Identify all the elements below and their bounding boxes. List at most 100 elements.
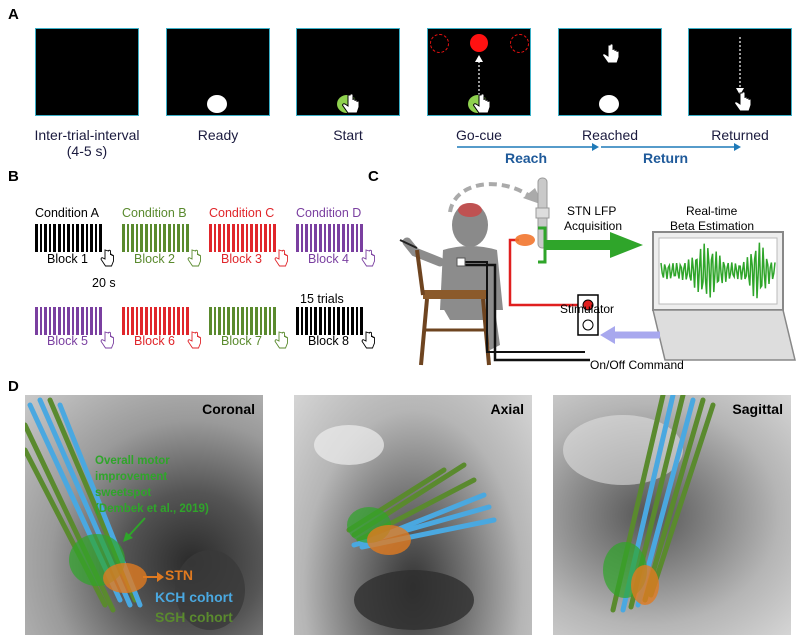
- coronal-view: Coronal Overall motor improvement sweets…: [25, 395, 263, 635]
- sweetspot-line-4: (Dembek et al., 2019): [95, 503, 209, 515]
- trial-bar: [227, 307, 230, 335]
- trial-bar: [222, 307, 226, 335]
- view-title-coronal: Coronal: [202, 401, 255, 417]
- trial-bar: [360, 224, 363, 252]
- phase-label-return: Return: [643, 150, 689, 166]
- chair: [423, 290, 488, 299]
- trial-bar: [154, 224, 157, 252]
- hand-icon: [100, 249, 114, 267]
- trial-screen-go-cue: [427, 28, 531, 116]
- trial-bar: [90, 307, 93, 335]
- trial-bar: [181, 224, 185, 252]
- hand-cursor-icon: [342, 93, 360, 114]
- trial-bar: [90, 224, 93, 252]
- trial-bar: [218, 224, 221, 252]
- hand-icon: [274, 249, 288, 267]
- trial-bar: [99, 307, 102, 335]
- hand-cursor-icon: [602, 43, 620, 64]
- laptop-keyboard: [652, 309, 796, 361]
- sweetspot-arrow: [123, 517, 146, 542]
- trial-bar: [39, 307, 43, 335]
- trial-bar: [67, 307, 70, 335]
- estimation-label-2: Beta Estimation: [670, 219, 755, 233]
- trial-bar: [172, 224, 176, 252]
- trial-bar: [35, 307, 38, 335]
- coronal-leads: [25, 397, 147, 613]
- trial-bar: [122, 307, 125, 335]
- trial-bar: [122, 224, 125, 252]
- trial-bar: [268, 224, 272, 252]
- trial-bar: [328, 307, 331, 335]
- trial-bar: [232, 307, 235, 335]
- trial-bar: [319, 307, 322, 335]
- step-label-ready: Ready: [197, 127, 239, 143]
- trial-bar: [62, 307, 66, 335]
- panel-letter-a: A: [8, 6, 19, 23]
- trial-bar: [232, 224, 235, 252]
- trial-bars-block-3: [209, 224, 281, 252]
- axial-view: Axial: [294, 395, 532, 635]
- trial-bar: [296, 307, 299, 335]
- trial-bar: [181, 307, 185, 335]
- return-arrow: [736, 37, 744, 95]
- trial-bar: [319, 224, 322, 252]
- step-label-returned: Returned: [711, 127, 769, 143]
- trial-bar: [168, 224, 171, 252]
- sweetspot-line-2: improvement: [95, 471, 168, 483]
- trial-bar: [44, 307, 47, 335]
- trial-bar: [76, 224, 79, 252]
- trial-bar: [351, 307, 354, 335]
- trial-bar: [222, 224, 226, 252]
- trial-bar: [355, 307, 359, 335]
- trial-bar: [360, 307, 363, 335]
- trial-bar: [264, 307, 267, 335]
- trial-bar: [158, 307, 162, 335]
- start-target: [599, 95, 619, 113]
- trial-bar: [154, 307, 157, 335]
- trial-bar: [355, 224, 359, 252]
- command-label: On/Off Command: [590, 358, 684, 372]
- trial-bar: [163, 224, 166, 252]
- hand-icon: [361, 249, 375, 267]
- trial-bar: [314, 307, 317, 335]
- trial-bar: [177, 307, 180, 335]
- trial-bar: [255, 224, 258, 252]
- feedback-dashed-arrow: [448, 182, 537, 213]
- trial-bar: [351, 224, 354, 252]
- trial-bar: [264, 224, 267, 252]
- trial-bar: [268, 307, 272, 335]
- trial-bar: [81, 307, 84, 335]
- trial-bar: [172, 307, 176, 335]
- block-7-label: Block 7: [221, 334, 262, 348]
- block-1-label: Block 1: [47, 252, 88, 266]
- trial-bar: [346, 307, 350, 335]
- reach-target: [470, 34, 488, 52]
- trial-bar: [213, 307, 217, 335]
- trial-bar: [209, 224, 212, 252]
- step-label-iti: Inter-trial-interval: [34, 127, 140, 143]
- trial-bar: [255, 307, 258, 335]
- hand-icon: [274, 331, 288, 349]
- trial-bar: [39, 224, 43, 252]
- trial-screen-returned: [688, 28, 792, 116]
- trial-screen-iti: [35, 28, 139, 116]
- trial-bar: [140, 224, 143, 252]
- stn-arrow: [143, 572, 164, 582]
- trial-bar: [158, 224, 162, 252]
- phase-arrows: [457, 143, 741, 151]
- block-4-label: Block 4: [308, 252, 349, 266]
- trial-bar: [236, 224, 240, 252]
- step-sublabel-iti: (4-5 s): [66, 143, 108, 159]
- trial-bar: [135, 224, 139, 252]
- trial-bar: [81, 224, 84, 252]
- trial-bar: [76, 307, 79, 335]
- panel-letter-d: D: [8, 378, 19, 395]
- trial-bar: [94, 224, 98, 252]
- trial-bar: [305, 224, 308, 252]
- trial-bar: [126, 224, 130, 252]
- trial-bar: [186, 307, 189, 335]
- sweetspot-line-3: sweetspot: [95, 487, 152, 499]
- hand-icon: [361, 331, 375, 349]
- hand-cursor-icon: [734, 91, 752, 112]
- estimation-label-1: Real-time: [686, 204, 738, 218]
